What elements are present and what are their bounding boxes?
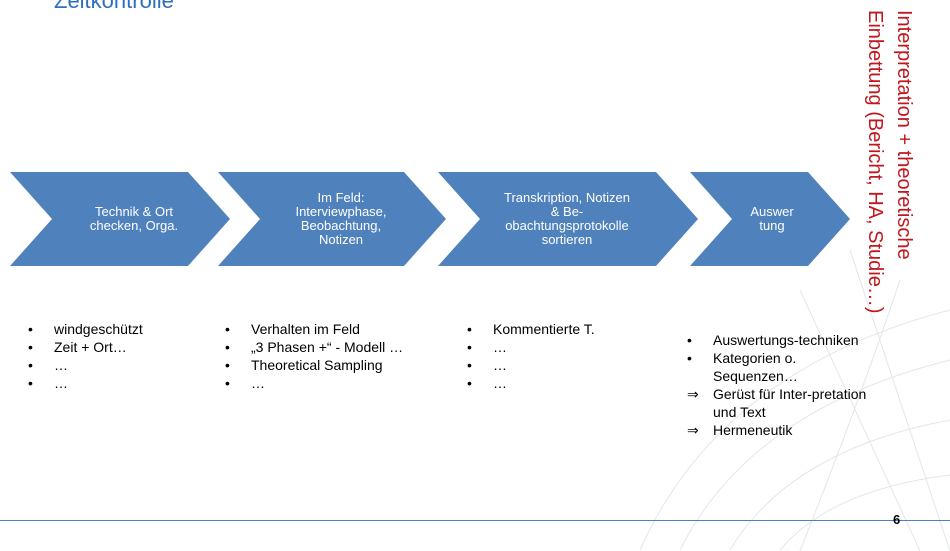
list-item: • Kategorien o. Sequenzen… — [687, 349, 867, 385]
bullet-icon: • — [467, 339, 472, 355]
implies-arrow-icon: ⇒ — [687, 422, 699, 438]
process-step-1: Technik & Ort checken, Orga. — [10, 172, 230, 266]
vertical-text-line-2: Einbettung (Bericht, HA, Studie…) — [864, 10, 886, 314]
chevron-shape — [690, 172, 850, 266]
list-item-text: Gerüst für Inter-pretation und Text — [713, 386, 867, 420]
bullet-icon: • — [28, 357, 33, 373]
list-item: • Zeit + Ort… — [28, 338, 208, 356]
bullet-icon: • — [28, 375, 33, 391]
list-item: •… — [28, 356, 208, 374]
chevron-shape — [218, 172, 446, 266]
list-item-text: … — [54, 357, 68, 373]
bullet-icon: • — [467, 321, 472, 337]
list-item-text: Verhalten im Feld — [251, 321, 360, 337]
bullet-icon: • — [225, 321, 230, 337]
list-item-text: Theoretical Sampling — [251, 357, 383, 373]
bullet-list-3: •Kommentierte T. •… •… •… — [467, 320, 667, 392]
bullet-icon: • — [687, 350, 692, 366]
list-item: ⇒ Gerüst für Inter-pretation und Text — [687, 385, 867, 421]
list-item: •… — [467, 338, 667, 356]
page-number: 6 — [893, 512, 901, 527]
process-step-3: Transkription, Notizen & Be- obachtungsp… — [438, 172, 698, 266]
list-item: • Kommentierte T. — [467, 320, 667, 338]
list-item: • Theoretical Sampling — [225, 356, 405, 374]
bullet-icon: • — [225, 375, 230, 391]
bullet-list-1: •windgeschützt •Zeit + Ort… •… •… — [28, 320, 208, 392]
vertical-interpretation-label: Interpretation + theoretische Einbettung… — [860, 10, 950, 355]
slide-title: Zeitkontrolle — [54, 0, 174, 13]
background-arc-decoration — [639, 250, 950, 551]
list-item-text: … — [54, 375, 68, 391]
list-item-text: … — [493, 357, 507, 373]
bullet-list-4: • Auswertungs-techniken • Kategorien o. Se… — [687, 331, 867, 439]
chevron-shape — [438, 172, 698, 266]
list-item-text: … — [493, 339, 507, 355]
list-item-text: „3 Phasen +“ - Modell … — [251, 339, 404, 355]
list-item-text: Kategorien o. Sequenzen… — [713, 350, 798, 384]
bullet-icon: • — [467, 357, 472, 373]
list-item: • „3 Phasen +“ - Modell … — [225, 338, 405, 356]
list-item: • Verhalten im Feld — [225, 320, 405, 338]
list-item-text: windgeschützt — [54, 321, 143, 337]
list-item: • windgeschützt — [28, 320, 208, 338]
footer-divider — [0, 520, 950, 521]
bullet-icon: • — [687, 332, 692, 348]
list-item-text: Zeit + Ort… — [54, 339, 127, 355]
bullet-icon: • — [28, 339, 33, 355]
bullet-list-2: • Verhalten im Feld • „3 Phasen +“ - Model… — [225, 320, 405, 392]
vertical-text-line-1: Interpretation + theoretische — [893, 10, 915, 260]
implies-arrow-icon: ⇒ — [687, 386, 699, 402]
list-item-text: Hermeneutik — [713, 422, 793, 438]
bullet-icon: • — [225, 339, 230, 355]
list-item-text: Kommentierte T. — [493, 321, 595, 337]
bullet-icon: • — [28, 321, 33, 337]
process-step-label: Transkription, Notizen & Be- obachtungsp… — [504, 190, 630, 247]
process-step-2: Im Feld: Interviewphase, Beobachtung, No… — [218, 172, 446, 266]
list-item: •… — [28, 374, 208, 392]
process-step-label: Technik & Ort checken, Orga. — [89, 204, 179, 233]
list-item-text: … — [493, 375, 507, 391]
list-item: •… — [467, 374, 667, 392]
list-item: •… — [467, 356, 667, 374]
bullet-icon: • — [467, 375, 472, 391]
list-item-text: … — [251, 375, 265, 391]
list-item: • Auswertungs-techniken — [687, 331, 867, 349]
process-step-label: Auswer tung — [750, 204, 794, 233]
vertical-text: Interpretation + theoretische Einbettung… — [860, 10, 918, 313]
process-step-4: Auswer tung — [690, 172, 850, 266]
list-item: •… — [225, 374, 405, 392]
list-item-text: Auswertungs-techniken — [713, 332, 859, 348]
process-step-label: Im Feld: Interviewphase, Beobachtung, No… — [295, 190, 387, 247]
bullet-icon: • — [225, 357, 230, 373]
chevron-shape — [10, 172, 230, 266]
list-item: ⇒ Hermeneutik — [687, 421, 867, 439]
